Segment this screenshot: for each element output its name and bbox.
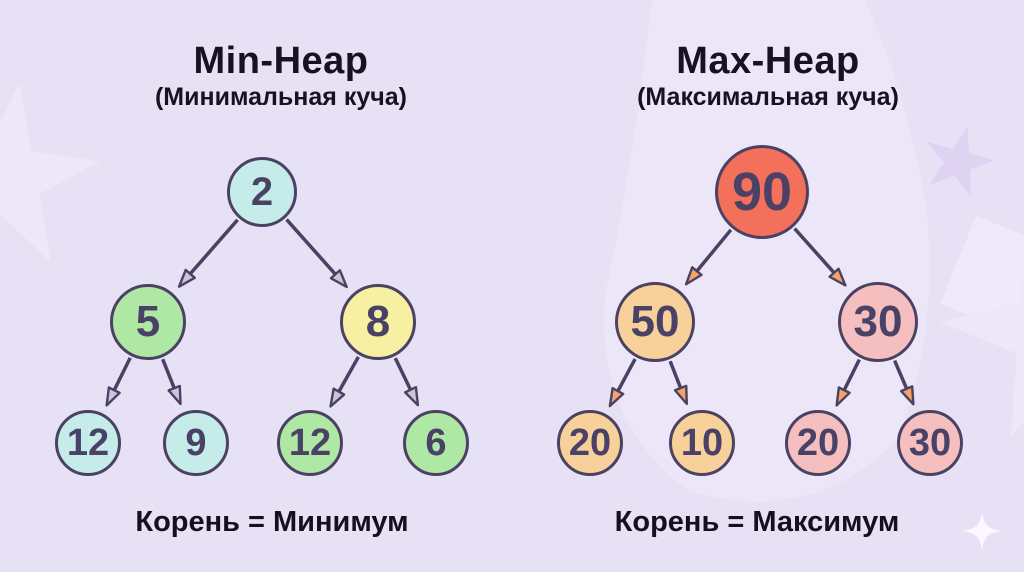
min-heap-leaf-2: 9 <box>163 410 229 476</box>
max-heap-leaf-4: 30 <box>897 410 963 476</box>
min-heap-node-left: 5 <box>110 284 186 360</box>
max-heap-leaf-2: 10 <box>669 410 735 476</box>
min-heap-leaf-3: 12 <box>277 410 343 476</box>
light-blob <box>604 0 930 502</box>
max-heap-title-block: Max-Heap (Максимальная куча) <box>568 40 968 112</box>
min-heap-node-root: 2 <box>227 157 297 227</box>
min-heap-node-right: 8 <box>340 284 416 360</box>
max-heap-caption: Корень = Максимум <box>614 506 900 538</box>
edge-min-5-9 <box>161 358 182 406</box>
min-heap-leaf-1: 12 <box>55 410 121 476</box>
large-star-left-icon <box>0 82 101 263</box>
sparkle-icon <box>963 512 1001 550</box>
min-heap-title: Min-Heap <box>193 40 369 82</box>
edge-max-50-10 <box>668 360 688 406</box>
min-heap-caption: Корень = Минимум <box>135 506 409 538</box>
edge-max-90-50 <box>684 228 733 286</box>
min-heap-subtitle: (Минимальная куча) <box>154 83 407 111</box>
max-heap-node-left: 50 <box>615 282 695 362</box>
max-heap-node-right: 30 <box>838 282 918 362</box>
small-star-right-icon <box>926 126 995 197</box>
edge-max-90-30 <box>793 227 847 287</box>
light-square-top-right <box>940 215 1024 340</box>
edge-min-5-12 <box>105 357 132 407</box>
edge-max-30-20 <box>835 358 861 407</box>
max-heap-node-root: 90 <box>715 145 809 239</box>
min-heap-leaf-4: 6 <box>403 410 469 476</box>
edge-min-2-5 <box>177 218 239 288</box>
max-heap-leaf-1: 20 <box>557 410 623 476</box>
max-heap-leaf-3: 20 <box>785 410 851 476</box>
max-heap-subtitle: (Максимальная куча) <box>637 83 899 111</box>
edge-min-8-12 <box>329 356 360 408</box>
max-heap-title: Max-Heap <box>676 40 860 82</box>
edge-min-2-8 <box>285 218 348 289</box>
edge-max-50-20 <box>608 358 637 408</box>
edge-min-8-6 <box>393 357 420 407</box>
min-heap-title-block: Min-Heap (Минимальная куча) <box>81 40 481 112</box>
edge-max-30-30 <box>892 359 915 406</box>
